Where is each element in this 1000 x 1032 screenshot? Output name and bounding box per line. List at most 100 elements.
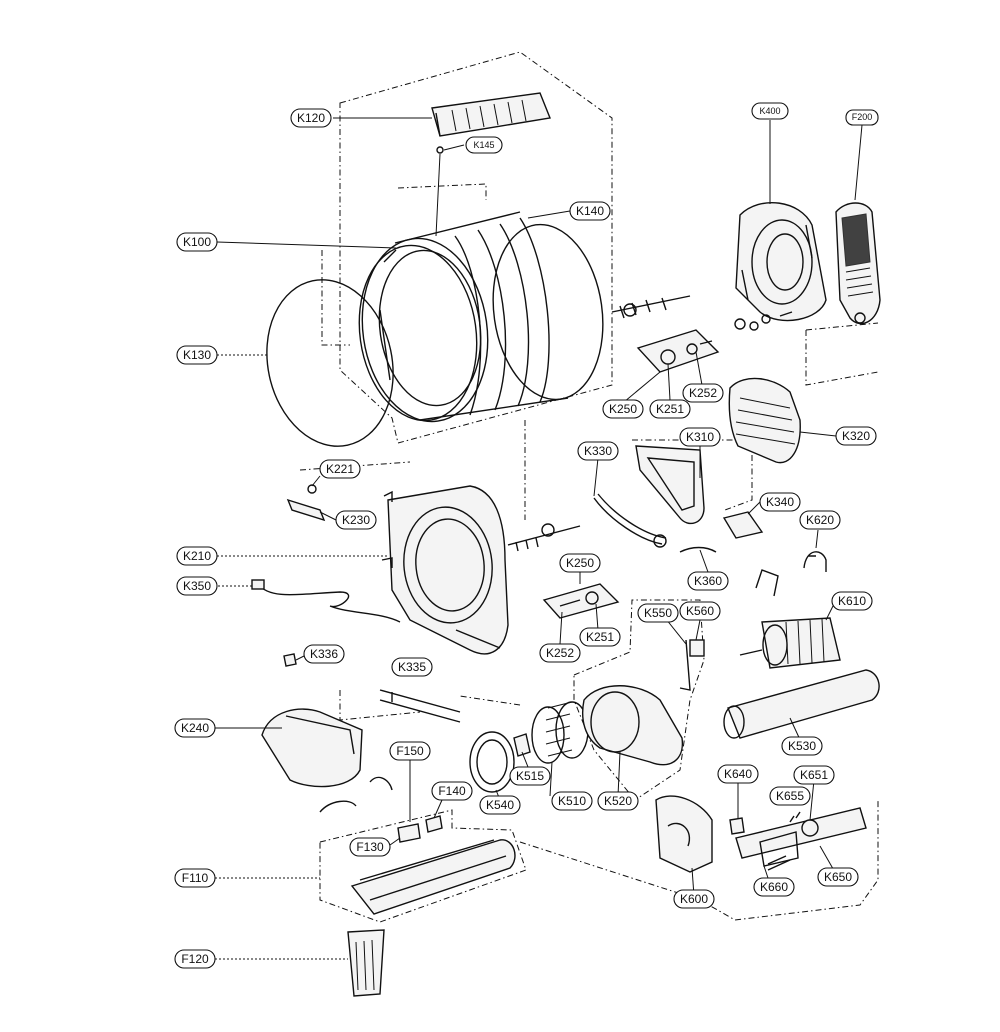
part-label-k515[interactable]: K515 xyxy=(509,766,551,786)
svg-text:K400: K400 xyxy=(759,106,780,116)
svg-text:K145: K145 xyxy=(473,140,494,150)
part-label-k350[interactable]: K350 xyxy=(176,576,218,596)
part-k330-belt xyxy=(593,493,667,545)
part-label-k655[interactable]: K655 xyxy=(769,786,811,806)
part-label-k240[interactable]: K240 xyxy=(174,718,216,738)
part-k310-filter-housing xyxy=(635,445,705,525)
svg-text:K650: K650 xyxy=(824,870,852,884)
part-k520-blower-housing xyxy=(582,685,684,766)
part-motor-bracket xyxy=(755,569,779,597)
svg-text:K130: K130 xyxy=(183,348,211,362)
part-label-k610[interactable]: K610 xyxy=(831,591,873,611)
group-boundary-drum-inner xyxy=(321,183,487,346)
part-label-k336[interactable]: K336 xyxy=(303,644,345,664)
part-label-k651[interactable]: K651 xyxy=(793,765,835,785)
part-f110-heater-housing xyxy=(350,839,516,915)
svg-text:K600: K600 xyxy=(680,892,708,906)
part-label-k540[interactable]: K540 xyxy=(479,795,521,815)
part-k230-switch xyxy=(286,498,326,522)
part-label-k600[interactable]: K600 xyxy=(673,889,715,909)
part-label-k230[interactable]: K230 xyxy=(335,510,377,530)
part-label-f130[interactable]: F130 xyxy=(349,837,391,857)
svg-text:F110: F110 xyxy=(182,871,209,885)
part-label-k340[interactable]: K340 xyxy=(759,492,801,512)
part-k640-clip xyxy=(729,817,745,835)
svg-text:K240: K240 xyxy=(181,721,209,735)
svg-text:K640: K640 xyxy=(724,767,752,781)
part-label-k650[interactable]: K650 xyxy=(817,867,859,887)
svg-text:F150: F150 xyxy=(396,744,424,758)
part-label-f110[interactable]: F110 xyxy=(174,868,216,888)
part-drum-shaft-washer xyxy=(623,303,637,317)
svg-text:K250: K250 xyxy=(609,402,637,416)
svg-text:K360: K360 xyxy=(694,574,722,588)
svg-text:K510: K510 xyxy=(558,794,586,808)
part-label-k250-lower[interactable]: K250 xyxy=(559,553,601,573)
part-label-k210[interactable]: K210 xyxy=(176,546,218,566)
part-label-f150[interactable]: F150 xyxy=(389,741,431,761)
svg-text:K210: K210 xyxy=(183,549,211,563)
part-label-f120[interactable]: F120 xyxy=(174,949,216,969)
part-label-k145[interactable]: K145 xyxy=(465,136,503,154)
part-label-k251-top[interactable]: K251 xyxy=(649,399,691,419)
part-k510-blower-wheel xyxy=(531,701,589,764)
part-label-k640[interactable]: K640 xyxy=(717,764,759,784)
svg-text:K252: K252 xyxy=(546,646,574,660)
part-label-k400[interactable]: K400 xyxy=(751,102,789,120)
part-f140-thermostat xyxy=(425,815,443,833)
part-rear-bearing-hardware xyxy=(734,311,793,331)
svg-text:K350: K350 xyxy=(183,579,211,593)
part-label-k560[interactable]: K560 xyxy=(679,601,721,621)
part-k340-clip xyxy=(722,511,764,539)
svg-text:K140: K140 xyxy=(576,204,604,218)
group-boundary-heater xyxy=(319,809,527,923)
part-f120-heater-element xyxy=(347,929,385,997)
part-f200-rear-grille xyxy=(835,202,881,325)
svg-text:K335: K335 xyxy=(398,660,426,674)
part-label-f200[interactable]: F200 xyxy=(845,109,879,126)
part-label-k520[interactable]: K520 xyxy=(597,791,639,811)
part-label-k252-top[interactable]: K252 xyxy=(682,383,724,403)
part-label-f140[interactable]: F140 xyxy=(431,781,473,801)
part-label-k335[interactable]: K335 xyxy=(391,657,433,677)
part-label-k251-lower[interactable]: K251 xyxy=(579,627,621,647)
part-label-k530[interactable]: K530 xyxy=(781,736,823,756)
part-label-k310[interactable]: K310 xyxy=(679,427,721,447)
svg-text:K230: K230 xyxy=(342,513,370,527)
part-f150-wires xyxy=(319,776,393,813)
svg-text:K515: K515 xyxy=(516,769,544,783)
part-label-k620[interactable]: K620 xyxy=(799,510,841,530)
part-k620-clamp xyxy=(803,551,827,572)
part-label-k330[interactable]: K330 xyxy=(577,441,619,461)
part-k210-front-bulkhead xyxy=(381,485,509,655)
part-k550-switch xyxy=(679,639,691,691)
part-label-k360[interactable]: K360 xyxy=(687,571,729,591)
part-label-k660[interactable]: K660 xyxy=(753,877,795,897)
part-k130-seal-ring xyxy=(266,279,394,447)
svg-text:K330: K330 xyxy=(584,444,612,458)
svg-text:K251: K251 xyxy=(586,630,614,644)
svg-text:K560: K560 xyxy=(686,604,714,618)
part-label-k550[interactable]: K550 xyxy=(637,603,679,623)
part-label-k320[interactable]: K320 xyxy=(835,426,877,446)
part-label-k120[interactable]: K120 xyxy=(290,108,332,128)
part-k120-lint-housing xyxy=(431,92,551,137)
part-label-k510[interactable]: K510 xyxy=(551,791,593,811)
part-k610-motor xyxy=(739,617,841,669)
svg-text:F200: F200 xyxy=(852,112,873,122)
part-label-k252-lower[interactable]: K252 xyxy=(539,643,581,663)
part-k240-lint-duct xyxy=(261,708,363,788)
group-boundary-rear-bracket xyxy=(805,322,879,386)
svg-text:K252: K252 xyxy=(689,386,717,400)
svg-text:K550: K550 xyxy=(644,606,672,620)
svg-text:K120: K120 xyxy=(297,111,325,125)
part-front-shaft xyxy=(507,525,581,552)
svg-text:K540: K540 xyxy=(486,798,514,812)
part-label-k250-top[interactable]: K250 xyxy=(602,399,644,419)
part-label-k130[interactable]: K130 xyxy=(176,345,218,365)
part-label-k100[interactable]: K100 xyxy=(176,232,218,252)
part-label-k140[interactable]: K140 xyxy=(569,201,611,221)
part-k400-rear-bulkhead xyxy=(735,201,827,322)
part-label-k221[interactable]: K221 xyxy=(319,459,361,479)
